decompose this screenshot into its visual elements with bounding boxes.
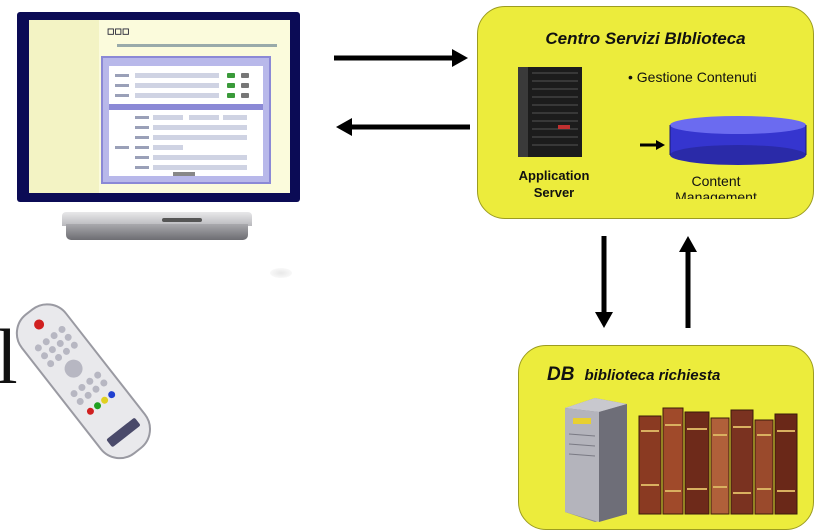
arrow-right-to-centro: [334, 49, 468, 67]
arrow-left-to-tv: [336, 118, 470, 136]
tv-screen: ◻◻◻: [29, 20, 290, 193]
gestione-contenuti-bullet: • Gestione Contenuti: [628, 69, 757, 85]
small-arrow-icon: [640, 140, 665, 150]
cut-off-character: l: [0, 313, 18, 400]
arrow-down-to-db: [595, 236, 613, 328]
screen-logo: ◻◻◻: [107, 26, 130, 36]
centro-title: Centro Servizi BIblioteca: [545, 29, 746, 48]
set-top-box-icon: [62, 212, 252, 242]
db-title-strong: DB: [547, 364, 575, 385]
db-title-rest: biblioteca richiesta: [584, 367, 721, 384]
ir-sensor-icon: [270, 268, 292, 278]
server-rack-icon: [518, 67, 582, 157]
books-icon: [638, 407, 798, 515]
db-title: DB biblioteca richiesta: [547, 364, 720, 386]
screen-subtitle: [117, 44, 277, 47]
centro-servizi-box: Centro Servizi BIblioteca • Gestione Con…: [477, 6, 814, 219]
db-server-icon: [565, 398, 627, 522]
screen-sidebar: [29, 20, 99, 193]
screen-search-form: [101, 56, 271, 184]
content-management-label: Content Management: [675, 173, 757, 199]
application-server-label: Application Server: [518, 168, 590, 197]
db-biblioteca-box: DB biblioteca richiesta: [518, 345, 814, 530]
database-cylinder-icon: [669, 116, 807, 165]
arrow-up-to-centro: [679, 236, 697, 328]
remote-control-icon: [15, 303, 151, 460]
